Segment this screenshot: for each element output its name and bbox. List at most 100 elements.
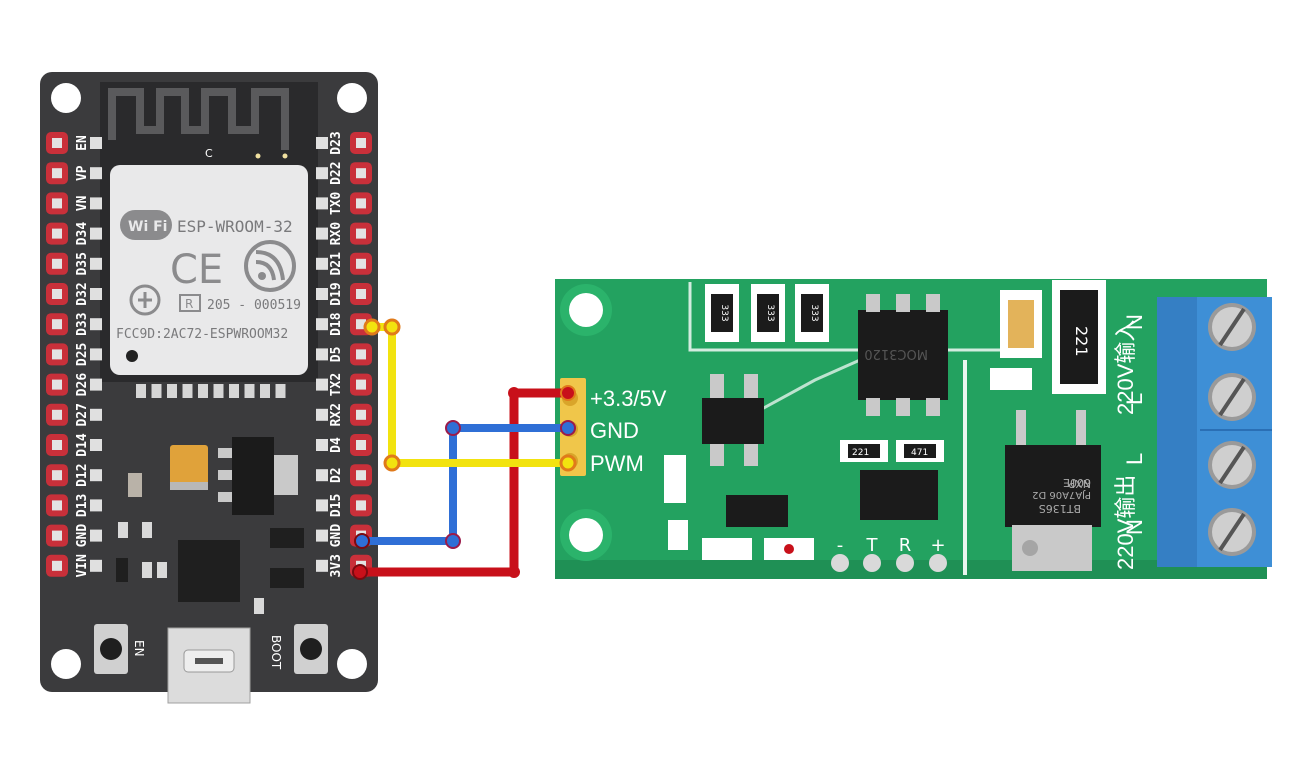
- espressif-logo-icon: [244, 240, 296, 292]
- right-pin-d4[interactable]: D4: [329, 434, 372, 456]
- castellation-pad: [260, 384, 270, 398]
- left-pin-d25[interactable]: D25: [46, 343, 90, 366]
- header-label-pwm: PWM: [590, 451, 644, 476]
- castellation-pad: [151, 384, 162, 398]
- regulator-tab: [274, 455, 298, 495]
- right-pin-label: D19: [329, 282, 344, 305]
- bottom-pin-label: R: [899, 535, 912, 556]
- right-pin-label: RX2: [329, 403, 344, 426]
- right-pin-tx2[interactable]: TX2: [329, 373, 372, 396]
- right-pin-d5[interactable]: D5: [329, 343, 372, 366]
- status-led: [664, 455, 686, 503]
- wire-pwm-end-b: [559, 454, 577, 472]
- optocoupler-chip: MOC3120: [858, 294, 948, 416]
- terminal-screw-4[interactable]: [1208, 508, 1256, 556]
- right-pin-d21[interactable]: D21: [329, 252, 372, 276]
- right-pin-d23[interactable]: D23: [329, 131, 372, 155]
- left-pin-d34[interactable]: D34: [46, 222, 90, 246]
- cap-terminal: [170, 482, 208, 490]
- left-pin-vn[interactable]: VN: [46, 192, 90, 215]
- left-pin-d35[interactable]: D35: [46, 252, 90, 276]
- terminal-screw-1[interactable]: [1208, 303, 1256, 351]
- left-pin-label: EN: [75, 135, 90, 151]
- right-pin-label: D2: [329, 467, 344, 483]
- wire-gnd-end-a: [354, 533, 370, 549]
- en-button[interactable]: [94, 624, 128, 674]
- left-pin-d14[interactable]: D14: [46, 433, 90, 457]
- left-pin-label: D32: [75, 282, 90, 305]
- left-pin-label: GND: [75, 524, 90, 548]
- right-pin-d15[interactable]: D15: [329, 494, 372, 517]
- output-label: 220V输出: [1113, 475, 1138, 570]
- left-pin-label: VP: [75, 165, 90, 181]
- castellation-pad: [136, 384, 146, 398]
- bottom-pin-label: T: [866, 535, 879, 556]
- left-pin-d13[interactable]: D13: [46, 494, 90, 517]
- wire-gnd-bend-b: [445, 420, 461, 436]
- resistor-r221-a-code: 221: [852, 448, 869, 458]
- left-pin-d33[interactable]: D33: [46, 312, 90, 336]
- right-pin-d22[interactable]: D22: [329, 161, 372, 185]
- power-resistor-code: 221: [1072, 326, 1091, 357]
- terminal-screw-3[interactable]: [1208, 441, 1256, 489]
- left-pin-en[interactable]: EN: [46, 132, 90, 154]
- castellation-pad: [213, 384, 224, 398]
- bottom-pin-1[interactable]: -: [831, 535, 849, 572]
- wire-3v3-bend-a: [508, 566, 520, 578]
- castellation-pad: [229, 384, 239, 398]
- antenna-dot-1: [255, 153, 261, 159]
- mount-hole-top: [569, 293, 603, 327]
- right-pin-rx2[interactable]: RX2: [329, 403, 372, 427]
- cert-code: 205 - 000519: [207, 298, 301, 313]
- terminal-letter-4: N: [1122, 519, 1147, 535]
- input-label: 220V输入: [1113, 320, 1138, 415]
- right-pin-d19[interactable]: D19: [329, 282, 372, 306]
- left-pin-d12[interactable]: D12: [46, 463, 90, 487]
- left-pin-label: D14: [75, 433, 90, 457]
- r-mark: R: [185, 297, 193, 311]
- power-led-dot: [784, 544, 794, 554]
- right-pin-label: D22: [329, 161, 344, 184]
- bottom-pin-3[interactable]: R: [896, 535, 914, 572]
- left-pin-vin[interactable]: VIN: [46, 554, 90, 578]
- triac-bt136: NXP 600E PJA7A06 D2 BT136S: [1005, 410, 1101, 571]
- wire-gnd: [358, 424, 572, 545]
- wire-pwm-end-a: [363, 318, 381, 336]
- reg-pin-1: [218, 448, 232, 458]
- resistor-r221-c: [702, 538, 752, 560]
- right-pin-rx0[interactable]: RX0: [329, 222, 372, 246]
- reg-pin-3: [218, 492, 232, 502]
- voltage-regulator: [232, 437, 274, 515]
- resistor-333-2: 333: [751, 284, 785, 342]
- left-pin-d26[interactable]: D26: [46, 373, 90, 397]
- right-pin-tx0[interactable]: TX0: [329, 191, 372, 215]
- triac-line2: 600E: [1063, 476, 1091, 489]
- left-pin-label: D33: [75, 312, 90, 335]
- boot-button[interactable]: [294, 624, 328, 674]
- left-pin-d32[interactable]: D32: [46, 282, 90, 306]
- triac-model: BT136S: [1039, 502, 1081, 515]
- bottom-pin-4[interactable]: +: [929, 535, 947, 572]
- terminal-screw-2[interactable]: [1208, 373, 1256, 421]
- optocoupler-label: MOC3120: [864, 346, 928, 361]
- tantalum-capacitor: [170, 445, 208, 489]
- left-pin-d27[interactable]: D27: [46, 403, 90, 427]
- resistor-r471-code: 471: [911, 448, 928, 458]
- bridge-rectifier: [702, 398, 764, 444]
- left-pin-label: VIN: [75, 554, 90, 578]
- left-pin-gnd[interactable]: GND: [46, 524, 90, 548]
- wire-3v3: [355, 388, 573, 577]
- wire-gnd-bend-a: [445, 533, 461, 549]
- bottom-pin-2[interactable]: T: [863, 535, 881, 572]
- bottom-pin-label: -: [837, 535, 844, 556]
- left-pin-vp[interactable]: VP: [46, 162, 90, 185]
- right-pin-d2[interactable]: D2: [329, 464, 372, 487]
- left-pin-label: D26: [75, 373, 90, 397]
- power-resistor: [1060, 290, 1098, 384]
- right-pin-label: RX0: [329, 222, 344, 246]
- wires: [352, 318, 577, 580]
